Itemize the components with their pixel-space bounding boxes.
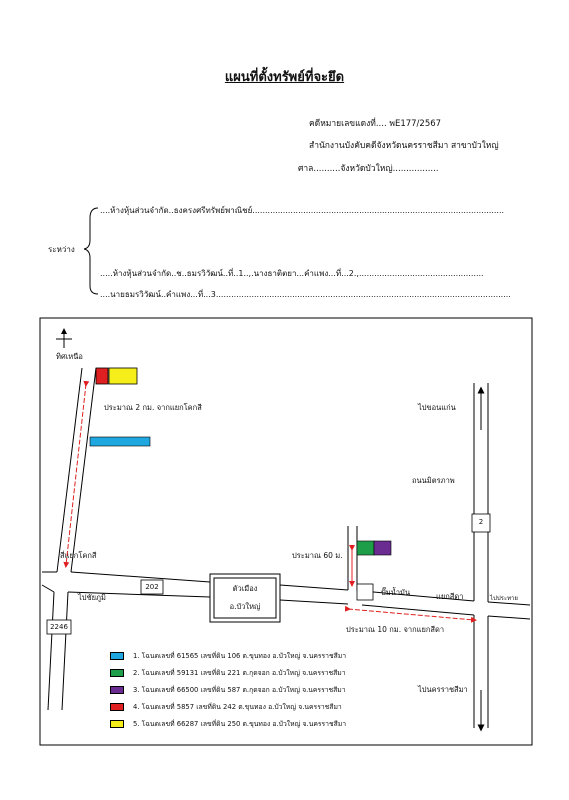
distance-10km-label: ประมาณ 10 กม. จากแยกสีดา <box>346 625 445 634</box>
to-chaiyaphum-label: ไปชัยภูมิ <box>78 593 106 602</box>
case-number: คดีหมายเลขแดงที่.... พE177/2567 <box>309 119 442 129</box>
parcel-5-marker <box>108 367 138 385</box>
legend-swatch-icon <box>110 651 124 660</box>
legend-text: 4. โฉนดเลขที่ 5857 เลขที่ดิน 242 ต.ขุนทอ… <box>133 703 342 711</box>
distance-60m-label: ประมาณ 60 ม. <box>292 551 343 560</box>
defendant-line-1: .....ห้างหุ้นส่วนจำกัด..ช..ธมรวิวัฒน์..ท… <box>100 269 484 278</box>
map-frame <box>39 317 533 746</box>
north-label: ทิศเหนือ <box>56 352 83 361</box>
legend-swatch-icon <box>110 719 124 728</box>
parcel-2-marker <box>356 540 375 556</box>
legend-text: 3. โฉนดเลขที่ 66500 เลขที่ดิน 587 ต.กุดจ… <box>133 686 346 694</box>
legend-text: 5. โฉนดเลขที่ 66287 เลขที่ดิน 250 ต.ขุนท… <box>133 720 347 728</box>
road-mittraphap <box>473 383 531 728</box>
parcel-4-marker <box>95 367 109 385</box>
junction-sida-label: แยกสีดา <box>436 592 464 601</box>
distance-arrow-10km <box>344 605 477 623</box>
distance-arrow-2km <box>63 380 90 568</box>
between-label: ระหว่าง <box>48 245 75 254</box>
to-prathai-label: ไปประทาย <box>490 595 518 602</box>
distance-north-label: ประมาณ 2 กม. จากแยกโคกสี <box>104 403 202 412</box>
town-district: อ.บัวใหญ่ <box>229 602 261 611</box>
defendant-line-2: ....นายธมรวิวัฒน์..คำแพง...ที่...3......… <box>100 290 510 299</box>
gas-station-label: ปั๊มน้ำมัน <box>381 588 411 597</box>
shield-2-icon <box>471 513 491 533</box>
legend-swatch-icon <box>110 702 124 711</box>
parcel-1-marker <box>89 436 151 447</box>
town-box-inner <box>213 577 277 619</box>
shield-2246-icon <box>46 619 72 635</box>
legend-item: 3. โฉนดเลขที่ 66500 เลขที่ดิน 587 ต.กุดจ… <box>110 681 346 698</box>
town-name: ตัวเมือง <box>232 584 258 593</box>
page-title: แผนที่ตั้งทรัพย์ที่จะยึด <box>224 70 345 85</box>
legend-item: 2. โฉนดเลขที่ 59131 เลขที่ดิน 221 ต.กุดจ… <box>110 664 346 681</box>
shield-202-icon <box>140 579 164 595</box>
north-arrow-icon <box>56 328 72 348</box>
to-khonkaen-label: ไปขอนแก่น <box>418 403 456 412</box>
shield-2246-label: 2246 <box>50 623 68 631</box>
legend-item: 5. โฉนดเลขที่ 66287 เลขที่ดิน 250 ต.ขุนท… <box>110 715 346 732</box>
court-name: ศาล..........จังหวัดบัวใหญ่.............… <box>298 164 439 174</box>
legend-swatch-icon <box>110 668 124 677</box>
legend-text: 2. โฉนดเลขที่ 59131 เลขที่ดิน 221 ต.กุดจ… <box>133 669 346 677</box>
enforcement-office: สำนักงานบังคับคดีจังหวัดนครราชสีมา สาขาบ… <box>309 141 499 151</box>
road-chaiyaphum <box>42 578 56 582</box>
plaintiff-line: ....ห้างหุ้นส่วนจำกัด..ธงครงศรีทรัพย์พาณ… <box>100 206 504 215</box>
legend-item: 4. โฉนดเลขที่ 5857 เลขที่ดิน 242 ต.ขุนทอ… <box>110 698 346 715</box>
town-box-outer <box>209 573 281 623</box>
road-branch-north <box>347 526 358 591</box>
legend-swatch-icon <box>110 685 124 694</box>
to-nakhonratchasima-label: ไปนครราชสีมา <box>418 685 468 694</box>
road-north-2246 <box>47 367 97 711</box>
parcel-3-marker <box>373 540 392 556</box>
legend-text: 1. โฉนดเลขที่ 61565 เลขที่ดิน 106 ต.ขุนท… <box>133 652 347 660</box>
shield-202-label: 202 <box>145 583 159 591</box>
gas-station-icon <box>356 583 374 601</box>
legend: 1. โฉนดเลขที่ 61565 เลขที่ดิน 106 ต.ขุนท… <box>110 647 346 732</box>
junction-khoksi-label: สี่แยกโคกสี <box>60 551 97 560</box>
shield-2-label: 2 <box>478 518 484 526</box>
legend-item: 1. โฉนดเลขที่ 61565 เลขที่ดิน 106 ต.ขุนท… <box>110 647 346 664</box>
road-mittraphap-label: ถนนมิตรภาพ <box>412 476 455 485</box>
parties-brace <box>83 207 99 295</box>
